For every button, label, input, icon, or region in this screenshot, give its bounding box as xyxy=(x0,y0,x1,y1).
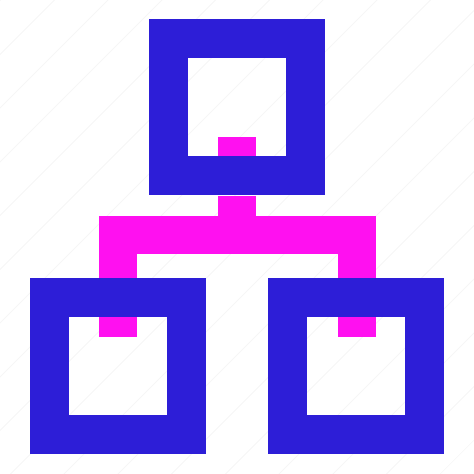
bottom-left-child-box xyxy=(30,278,206,454)
vertical-stem-connector xyxy=(218,196,256,218)
horizontal-bar-connector xyxy=(99,216,376,254)
top-stub-connector xyxy=(218,137,256,157)
top-parent-box xyxy=(149,19,325,195)
bottom-right-child-box xyxy=(268,278,444,454)
left-drop-connector xyxy=(99,252,137,278)
right-stub-connector xyxy=(338,317,376,337)
box-group xyxy=(30,19,444,454)
right-drop-connector xyxy=(338,252,376,278)
left-stub-connector xyxy=(99,317,137,337)
connector-group xyxy=(99,137,376,337)
